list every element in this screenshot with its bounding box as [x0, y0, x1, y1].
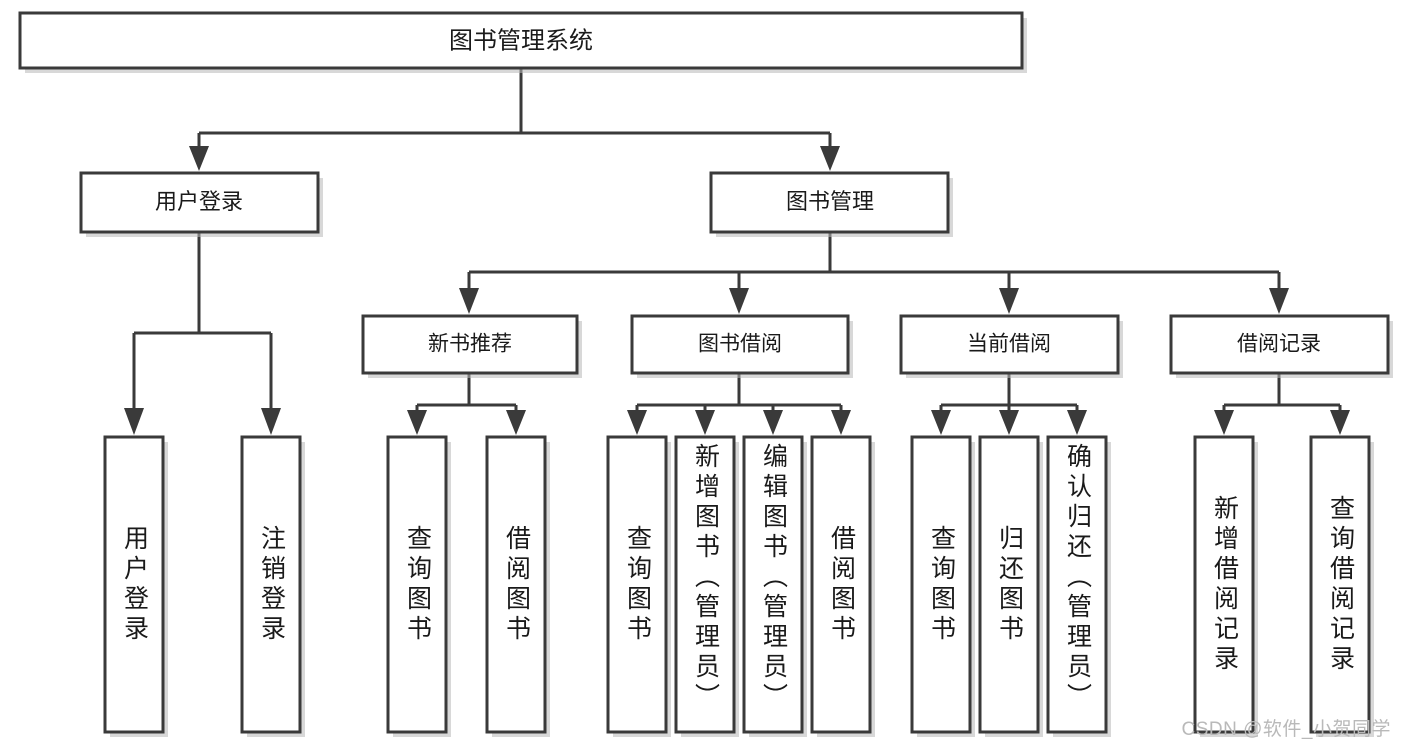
leaf-node-user-login-1[interactable] — [240, 435, 305, 737]
arrow-head-leaf-new-book-1 — [506, 410, 526, 435]
arrow-head-leaf-user-login-1 — [261, 408, 281, 435]
leaf-node-user-login-0[interactable] — [103, 435, 168, 737]
csdn-watermark: CSDN @软件_小贺同学 — [1181, 719, 1391, 740]
arrow-head-book-borrow — [729, 288, 749, 314]
arrow-head-current-borrow — [999, 288, 1019, 314]
arrow-head-user-login — [189, 146, 209, 171]
arrow-head-leaf-book-borrow-2 — [763, 410, 783, 435]
leaf-node-new-book-1[interactable] — [485, 435, 550, 737]
connectors-new-book-leaves — [407, 373, 526, 435]
arrow-head-borrow-record — [1269, 288, 1289, 314]
node-book-borrow-label: 图书借阅 — [698, 333, 782, 356]
node-book-management-label: 图书管理 — [786, 189, 874, 214]
leaf-node-borrow-record-0[interactable] — [1193, 435, 1258, 737]
arrow-head-leaf-borrow-record-0 — [1214, 410, 1234, 435]
connectors-book-mgmt-to-level3 — [459, 232, 1289, 314]
arrow-head-leaf-book-borrow-0 — [627, 410, 647, 435]
arrow-head-leaf-current-borrow-1 — [999, 410, 1019, 435]
connectors-current-borrow-leaves — [931, 373, 1087, 435]
leaf-node-current-borrow-1[interactable] — [978, 435, 1043, 737]
arrow-head-leaf-new-book-0 — [407, 410, 427, 435]
node-new-book-recommend[interactable]: 新书推荐 — [361, 314, 582, 378]
leaf-node-book-borrow-3[interactable] — [810, 435, 875, 737]
node-user-login-label: 用户登录 — [155, 189, 243, 214]
arrow-head-leaf-current-borrow-0 — [931, 410, 951, 435]
arrow-head-book-mgmt — [820, 146, 840, 171]
arrow-head-leaf-book-borrow-1 — [695, 410, 715, 435]
leaf-node-current-borrow-0[interactable] — [910, 435, 975, 737]
node-borrow-record[interactable]: 借阅记录 — [1169, 314, 1393, 378]
leaf-node-book-borrow-1[interactable] — [674, 435, 739, 737]
leaf-node-new-book-0[interactable] — [386, 435, 451, 737]
leaf-node-book-borrow-2[interactable] — [742, 435, 807, 737]
leaf-node-borrow-record-1[interactable] — [1309, 435, 1374, 737]
node-current-borrow-label: 当前借阅 — [967, 333, 1051, 356]
node-borrow-record-label: 借阅记录 — [1237, 333, 1321, 356]
node-new-book-recommend-label: 新书推荐 — [428, 333, 512, 356]
connectors-borrow-record-leaves — [1214, 373, 1350, 435]
leaf-node-book-borrow-0[interactable] — [606, 435, 671, 737]
leaf-node-current-borrow-2[interactable] — [1046, 435, 1111, 737]
node-root-label: 图书管理系统 — [449, 27, 593, 54]
arrow-head-leaf-borrow-record-1 — [1330, 410, 1350, 435]
node-book-management[interactable]: 图书管理 — [709, 171, 953, 237]
node-current-borrow[interactable]: 当前借阅 — [899, 314, 1123, 378]
node-user-login[interactable]: 用户登录 — [79, 171, 323, 237]
connectors-user-login-leaves — [124, 232, 281, 435]
node-root[interactable]: 图书管理系统 — [18, 11, 1027, 73]
node-book-borrow[interactable]: 图书借阅 — [630, 314, 853, 378]
arrow-head-new-book — [459, 288, 479, 314]
arrow-head-leaf-book-borrow-3 — [831, 410, 851, 435]
connectors-root-to-level2 — [189, 68, 840, 171]
connectors-book-borrow-leaves — [627, 373, 851, 435]
arrow-head-leaf-current-borrow-2 — [1067, 410, 1087, 435]
arrow-head-leaf-user-login-0 — [124, 408, 144, 435]
